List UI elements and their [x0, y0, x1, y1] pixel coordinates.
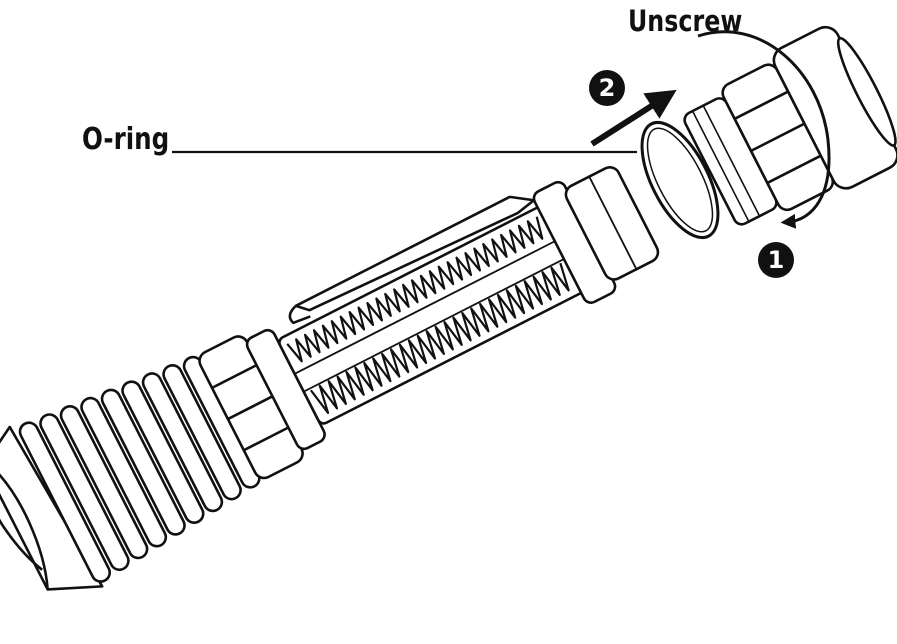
flashlight-body: [0, 128, 680, 614]
tail-cap: [675, 18, 897, 241]
o-ring-label: O-ring: [82, 122, 169, 157]
step-1-badge: 1: [758, 242, 794, 278]
unscrew-label: Unscrew: [628, 4, 742, 38]
step-2-badge: 2: [589, 70, 625, 106]
